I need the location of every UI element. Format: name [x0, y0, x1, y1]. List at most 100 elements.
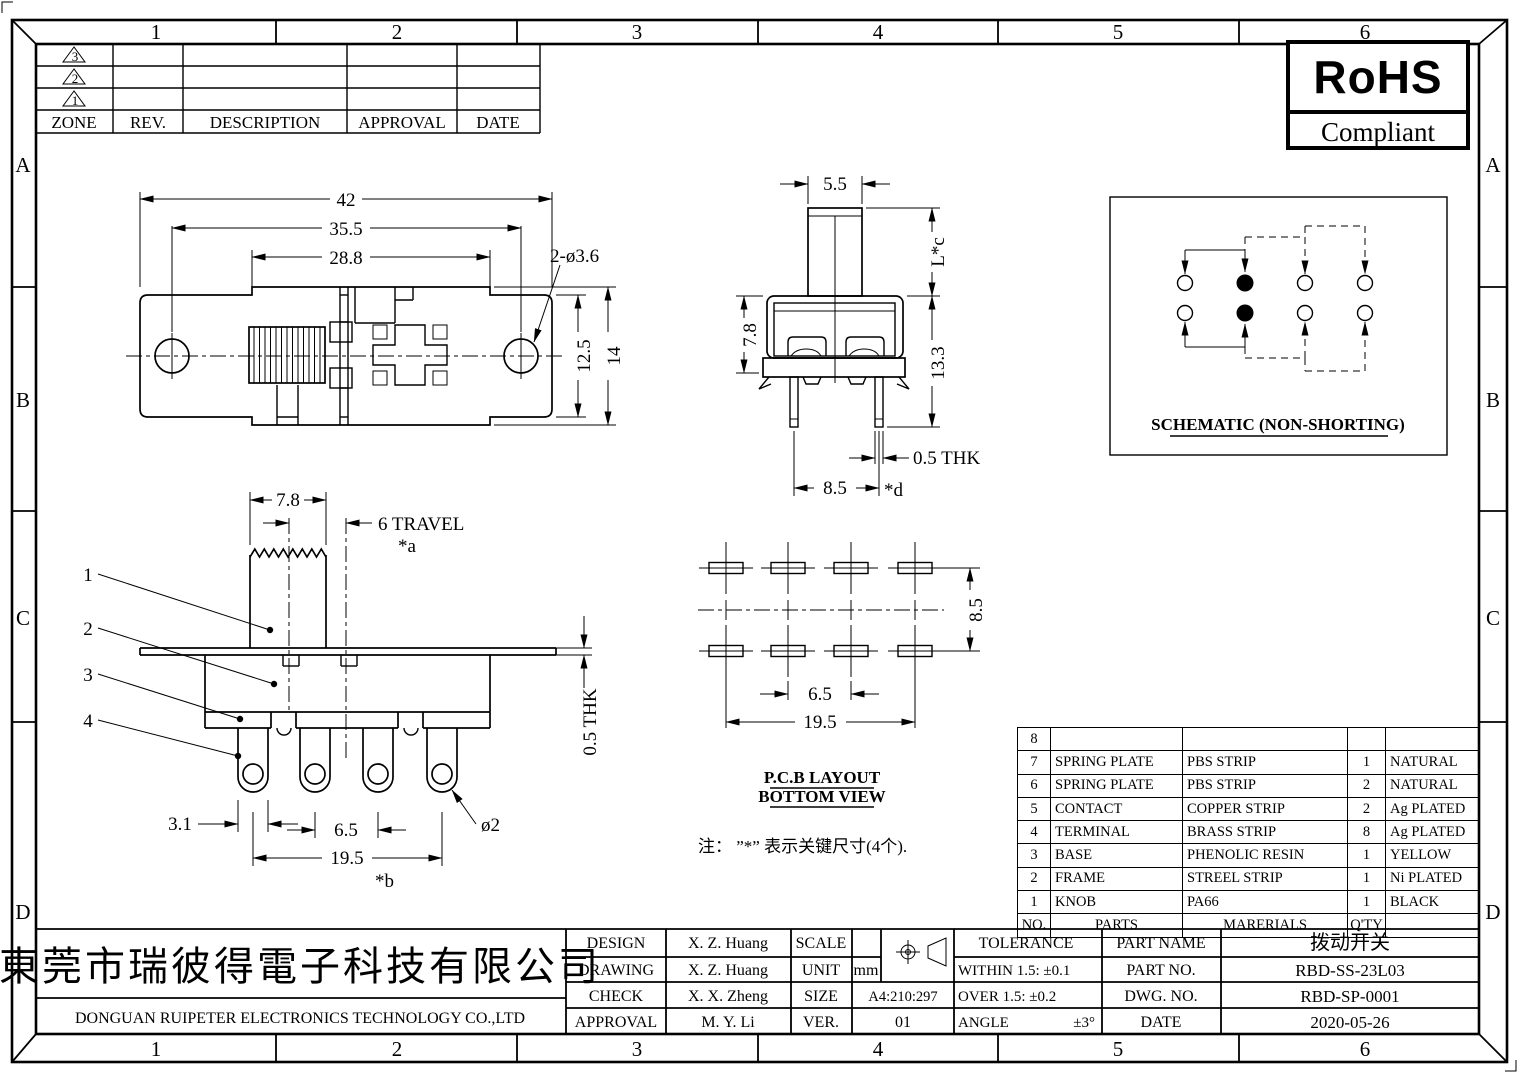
revision-header: DESCRIPTION	[210, 113, 321, 132]
dim-3-1: 3.1	[168, 814, 192, 835]
dim-6-5: 6.5	[808, 684, 832, 705]
rohs-logo-subtitle: Compliant	[1321, 116, 1435, 147]
table-footer-row: NO. PARTS MARERIALS Q'TY	[1017, 913, 1480, 938]
dwg-no-value: RBD-SP-0001	[1300, 987, 1399, 1006]
pcb-title: P.C.B LAYOUT	[764, 768, 881, 787]
footer-qty: Q'TY	[1347, 913, 1386, 938]
schematic-position-2	[1244, 236, 1309, 359]
zone-row-label: A	[1485, 153, 1501, 177]
dim-28-8: 28.8	[329, 248, 362, 269]
revision-mark: 3	[72, 49, 79, 64]
revision-header: DATE	[476, 113, 519, 132]
callout-3: 3	[83, 665, 93, 686]
zone-col-label: 3	[632, 1037, 643, 1061]
size-label: SIZE	[804, 988, 838, 1005]
dim-hole: 2-ø3.6	[550, 246, 599, 267]
tolerance-label: TOLERANCE	[979, 935, 1074, 952]
top-view: 42 35.5 28.8 2-ø3.6 12.5 14	[126, 190, 625, 426]
zone-dividers	[12, 20, 1507, 1062]
knurl-lines	[253, 327, 321, 383]
dim-19-5: 19.5	[330, 848, 363, 869]
ver-label: VER.	[803, 1014, 839, 1031]
dim-star-d: *d	[884, 480, 904, 501]
unit-value: mm	[854, 962, 879, 979]
dim-7-8: 7.8	[276, 490, 300, 511]
dim-14: 14	[604, 346, 625, 366]
approval-label: APPROVAL	[575, 1014, 657, 1031]
top-view-dimensions	[139, 192, 616, 426]
key-dimension-note: 注： ”*” 表示关键尺寸(4个).	[698, 837, 907, 856]
table-row: 2 FRAME STREEL STRIP 1 Ni PLATED	[1017, 866, 1480, 892]
cell-part: FRAME	[1050, 866, 1183, 892]
cell-finish: NATURAL	[1385, 750, 1480, 775]
cell-no: 4	[1017, 820, 1051, 845]
front-view-dimensions	[198, 492, 592, 866]
parts-table: 8 7 SPRING PLATE PBS STRIP 1 NATURAL 6 S…	[1017, 726, 1480, 938]
cell-finish: Ag PLATED	[1385, 820, 1480, 845]
part-no-value: RBD-SS-23L03	[1295, 961, 1405, 980]
side-view: 5.5 L*c 7.8 13.3 0.5 THK 8.5 *d	[736, 174, 980, 501]
unit-label: UNIT	[802, 962, 840, 979]
zone-col-label: 4	[873, 1037, 884, 1061]
revision-mark: 2	[72, 71, 79, 86]
dim-o2: ø2	[481, 815, 500, 836]
pcb-layout-view: 8.5 6.5 19.5 P.C.B LAYOUT BOTTOM VIEW 注：…	[698, 542, 987, 856]
dim-19-5: 19.5	[803, 712, 836, 733]
cell-material: PA66	[1182, 890, 1348, 915]
drawing-label: DRAWING	[578, 962, 654, 979]
design-label: DESIGN	[587, 935, 646, 952]
zone-col-label: 5	[1113, 20, 1124, 44]
dim-12-5: 12.5	[574, 339, 595, 372]
dim-7-8: 7.8	[740, 323, 761, 347]
angle-label: ANGLE	[958, 1015, 1009, 1031]
cell-material: PBS STRIP	[1182, 750, 1348, 775]
dim-6-5: 6.5	[334, 820, 358, 841]
table-row: 4 TERMINAL BRASS STRIP 8 Ag PLATED	[1017, 820, 1480, 845]
terminals	[237, 728, 458, 793]
title-block: 東莞市瑞彼得電子科技有限公司 DONGUAN RUIPETER ELECTRON…	[0, 928, 1479, 1034]
cell-part: KNOB	[1050, 890, 1183, 915]
callout-leaders	[97, 573, 278, 760]
schematic: SCHEMATIC (NON-SHORTING)	[1109, 196, 1448, 456]
pcb-subtitle: BOTTOM VIEW	[758, 787, 885, 806]
cell-material: PBS STRIP	[1182, 773, 1348, 798]
pcb-pads	[698, 542, 944, 677]
zone-row-label: A	[15, 153, 31, 177]
zone-col-label: 5	[1113, 1037, 1124, 1061]
rohs-logo: RoHS Compliant	[1286, 40, 1470, 150]
side-view-dimensions	[736, 176, 940, 496]
cell-finish: NATURAL	[1385, 773, 1480, 798]
footer-materials: MARERIALS	[1182, 913, 1348, 938]
part-name-label: PART NAME	[1116, 935, 1205, 952]
dim-star-a: *a	[398, 536, 417, 557]
schematic-title: SCHEMATIC (NON-SHORTING)	[1151, 415, 1405, 434]
dim-35-5: 35.5	[329, 219, 362, 240]
cell-part	[1050, 726, 1183, 752]
cell-qty: 1	[1347, 843, 1386, 868]
scale-label: SCALE	[796, 935, 847, 952]
cell-part: CONTACT	[1050, 796, 1183, 822]
cell-material: COPPER STRIP	[1182, 796, 1348, 822]
callout-1: 1	[83, 565, 93, 586]
projection-symbol-icon	[896, 937, 947, 967]
date-value: 2020-05-26	[1310, 1013, 1389, 1032]
dim-8-5: 8.5	[966, 598, 987, 622]
cell-qty: 2	[1347, 773, 1386, 798]
cell-no: 5	[1017, 796, 1051, 822]
dim-l-c: L*c	[928, 237, 949, 267]
table-row: 8	[1017, 726, 1480, 752]
cell-qty: 1	[1347, 890, 1386, 915]
table-row: 5 CONTACT COPPER STRIP 2 Ag PLATED	[1017, 796, 1480, 822]
dim-13-3: 13.3	[928, 346, 949, 379]
zone-col-label: 2	[392, 20, 403, 44]
cell-finish: YELLOW	[1385, 843, 1480, 868]
front-view: 1 2 3 4 7.8 6 TRAVEL *a 0.5 THK	[83, 490, 601, 892]
schematic-contacts	[1176, 274, 1374, 322]
callout-4: 4	[83, 711, 93, 732]
revision-table: 3 2 1 ZONE REV. DESCRIPTION APPROVAL DAT…	[36, 44, 541, 134]
cell-part: SPRING PLATE	[1050, 773, 1183, 798]
approval-value: M. Y. Li	[701, 1014, 755, 1031]
